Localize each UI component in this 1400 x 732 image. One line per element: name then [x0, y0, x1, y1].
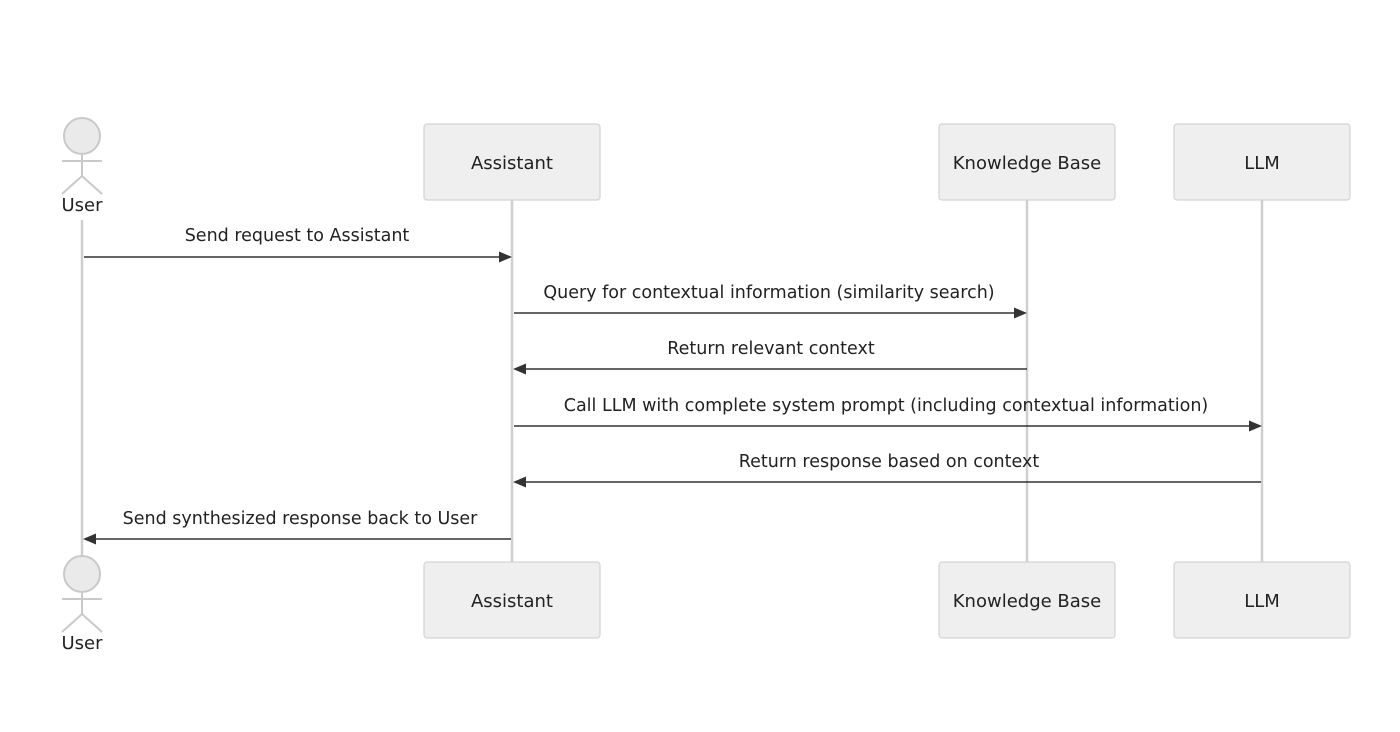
participant-assistant-top-label: Assistant — [471, 153, 553, 174]
participant-assistant-top: Assistant — [423, 123, 601, 201]
message-5-label: Return response based on context — [739, 452, 1040, 472]
message-6-label: Send synthesized response back to User — [123, 509, 479, 529]
message-3-label: Return relevant context — [667, 339, 875, 359]
participant-assistant-bottom-label: Assistant — [471, 591, 553, 612]
arrowhead-left-icon — [83, 533, 96, 545]
arrowhead-right-icon — [499, 251, 512, 263]
participant-assistant-bottom: Assistant — [423, 561, 601, 639]
actor-user-bottom-icon — [61, 555, 103, 633]
participant-llm-bottom: LLM — [1173, 561, 1351, 639]
participant-knowledge-base-bottom: Knowledge Base — [938, 561, 1116, 639]
participant-knowledge-base-bottom-label: Knowledge Base — [953, 591, 1102, 612]
participant-knowledge-base-top-label: Knowledge Base — [953, 153, 1102, 174]
message-1: Send request to Assistant — [84, 226, 512, 263]
arrowhead-right-icon — [1249, 420, 1262, 432]
actor-user-bottom-label: User — [61, 633, 103, 654]
arrowhead-left-icon — [513, 363, 526, 375]
participant-knowledge-base-top: Knowledge Base — [938, 123, 1116, 201]
arrowhead-right-icon — [1014, 307, 1027, 319]
participant-llm-top-label: LLM — [1244, 153, 1280, 174]
message-6: Send synthesized response back to User — [83, 509, 511, 545]
participant-llm-bottom-label: LLM — [1244, 591, 1280, 612]
message-4: Call LLM with complete system prompt (in… — [514, 396, 1262, 432]
message-3: Return relevant context — [513, 339, 1027, 375]
message-5: Return response based on context — [513, 452, 1261, 488]
actor-user-top-icon — [61, 117, 103, 195]
message-2: Query for contextual information (simila… — [514, 283, 1027, 319]
arrowhead-left-icon — [513, 476, 526, 488]
actor-user-top-label: User — [61, 195, 103, 216]
message-2-label: Query for contextual information (simila… — [543, 283, 994, 303]
message-4-label: Call LLM with complete system prompt (in… — [564, 396, 1209, 416]
message-1-label: Send request to Assistant — [185, 226, 410, 246]
participant-llm-top: LLM — [1173, 123, 1351, 201]
